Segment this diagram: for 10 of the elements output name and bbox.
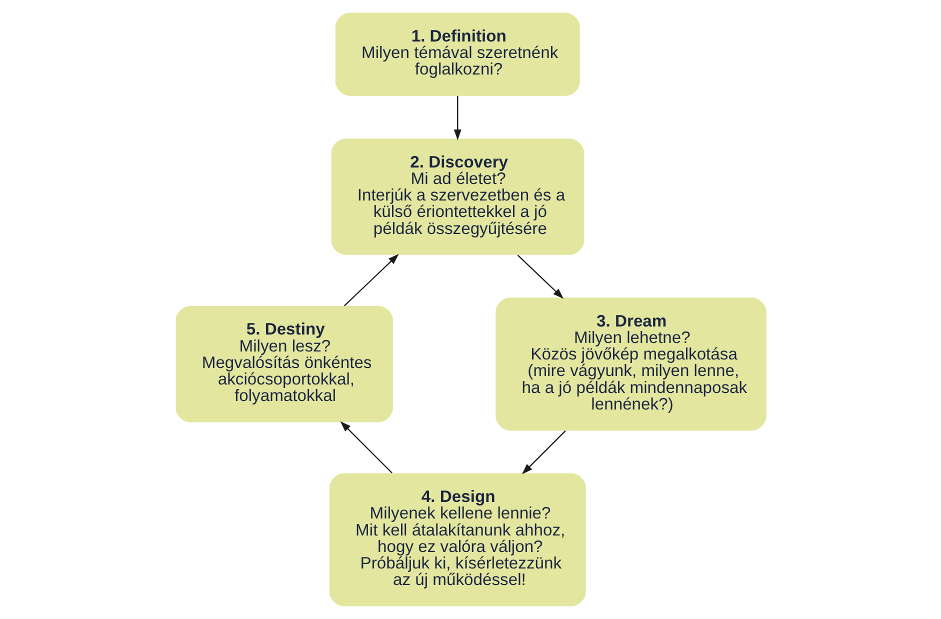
node-box: 3. Dream Milyen lehetne? Közös jövőkép megalkotása (mire vágyunk, milyen lenne, ha a jó példák mindennaposak lennének?) [495,298,766,431]
arrow [340,421,392,474]
node-box: 1. Definition Milyen témával szeretnénk foglalkozni? [334,12,580,96]
arrow [516,254,564,299]
node-box: 4. Design Milyenek kellene lennie? Mit kell átalakítanunk ahhoz, hogy ez valóra váljon? Próbáljuk ki, kísérletezzünk az új működéssel! [328,473,586,606]
arrow [343,254,398,306]
node-box: 5. Destiny Milyen lesz? Megvalósítás önkéntes akciócsoportokkal, folyamatokkal [175,306,392,422]
node-box: 2. Discovery Mi ad életet? Interjúk a szervezetben és a külső ériontettekkel a jó példák összegyűjtésére [330,138,584,255]
arrow [453,96,461,140]
arrow [521,430,566,474]
